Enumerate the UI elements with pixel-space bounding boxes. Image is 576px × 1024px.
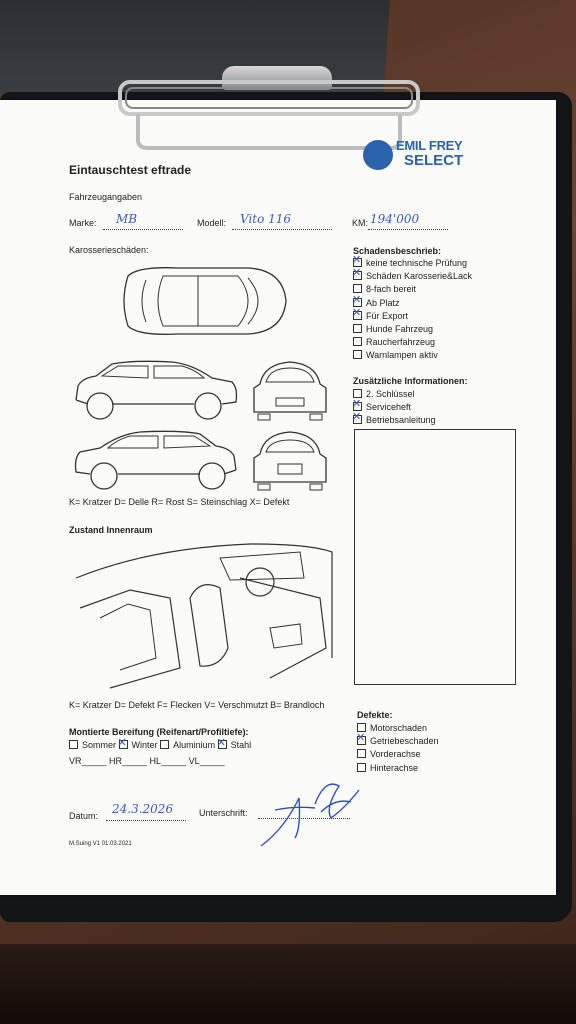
tire-depths[interactable]: VR_____ HR_____ HL_____ VL_____ xyxy=(69,756,225,766)
checkbox-icon[interactable] xyxy=(357,762,366,772)
make-label: Marke: xyxy=(69,218,97,228)
tires-heading: Montierte Bereifung (Reifenart/Profiltie… xyxy=(69,727,249,737)
desk-shadow xyxy=(0,944,576,1024)
emil-frey-logo-icon xyxy=(363,140,393,170)
car-front-view-icon xyxy=(253,361,327,421)
checkbox-icon[interactable] xyxy=(352,294,362,307)
km-line xyxy=(368,229,448,230)
checkbox-item[interactable]: 2. Schlüssel xyxy=(353,388,436,401)
checkbox-item[interactable]: Vorderachse xyxy=(357,748,439,761)
car-rear-view-icon xyxy=(253,431,327,491)
defects-heading: Defekte: xyxy=(357,710,393,720)
body-damage-heading: Karosserieschäden: xyxy=(69,245,149,255)
date-label: Datum: xyxy=(69,811,99,821)
date-value[interactable]: 24.3.2026 xyxy=(112,802,174,816)
clip-rivet xyxy=(222,66,332,90)
model-label: Modell: xyxy=(197,218,227,228)
model-value[interactable]: Vito 116 xyxy=(240,212,292,226)
additional-info-heading: Zusätzliche Informationen: xyxy=(353,376,468,386)
checkbox-icon[interactable] xyxy=(69,740,78,749)
checkbox-item[interactable]: Hunde Fahrzeug xyxy=(353,323,472,336)
additional-info-list: 2. Schlüssel Serviceheft Betriebsanleitu… xyxy=(352,388,436,428)
checkbox-item[interactable]: Ab Platz xyxy=(352,294,472,310)
body-damage-legend: K= Kratzer D= Delle R= Rost S= Steinschl… xyxy=(69,497,290,507)
checkbox-icon[interactable] xyxy=(356,732,366,745)
form-title: Eintauschtest eftrade xyxy=(69,163,192,177)
checkbox-item[interactable]: Betriebsanleitung xyxy=(352,411,436,427)
interior-legend: K= Kratzer D= Defekt F= Flecken V= Versc… xyxy=(69,700,325,710)
checkbox-item[interactable]: Getriebeschaden xyxy=(356,732,439,748)
make-line xyxy=(103,229,183,230)
signature-label: Unterschrift: xyxy=(199,808,248,818)
checkbox-icon[interactable] xyxy=(353,389,362,398)
km-value[interactable]: 194'000 xyxy=(370,212,420,226)
version-note: M.Suing V1 01.03.2021 xyxy=(69,841,132,847)
date-line xyxy=(106,820,186,821)
car-side-view-right-icon xyxy=(74,430,237,490)
checkbox-item[interactable]: Raucherfahrzeug xyxy=(353,336,472,349)
checkbox-icon[interactable] xyxy=(353,337,362,347)
checkbox-item[interactable]: Motorschaden xyxy=(357,722,439,735)
logo-text-line1: EMIL FREY xyxy=(396,138,463,153)
logo-text-line2: SELECT xyxy=(404,152,464,169)
checkbox-icon[interactable] xyxy=(217,736,227,749)
checkbox-icon[interactable] xyxy=(353,350,362,360)
checkbox-icon[interactable] xyxy=(353,324,362,334)
checkbox-icon[interactable] xyxy=(352,411,362,425)
km-label: KM: xyxy=(352,218,369,228)
damage-description-heading: Schadensbeschrieb: xyxy=(353,246,442,256)
make-value[interactable]: MB xyxy=(116,212,138,226)
checkbox-icon[interactable] xyxy=(352,254,362,267)
notes-box[interactable] xyxy=(354,429,516,685)
car-side-view-left-icon xyxy=(75,360,238,420)
checkbox-icon[interactable] xyxy=(352,267,362,280)
checkbox-icon[interactable] xyxy=(160,740,170,749)
interior-heading: Zustand Innenraum xyxy=(69,525,153,535)
checkbox-icon[interactable] xyxy=(352,307,362,320)
defects-list: Motorschaden Getriebeschaden Vorderachse… xyxy=(356,722,439,775)
car-interior-icon xyxy=(75,543,333,689)
car-top-view-icon xyxy=(123,267,287,335)
model-line xyxy=(232,229,332,230)
checkbox-item[interactable]: keine technische Prüfung xyxy=(352,254,472,270)
checkbox-item[interactable]: Hinterachse xyxy=(357,762,439,775)
checkbox-item[interactable]: Serviceheft xyxy=(352,398,436,414)
checkbox-item[interactable]: Warnlampen aktiv xyxy=(353,349,472,362)
form-sheet xyxy=(0,100,556,895)
checkbox-item[interactable]: 8-fach bereit xyxy=(353,283,472,296)
damage-description-list: keine technische Prüfung Schäden Karosse… xyxy=(352,254,472,363)
clip-icon xyxy=(118,80,420,150)
checkbox-icon[interactable] xyxy=(357,749,366,759)
vehicle-section-heading: Fahrzeugangaben xyxy=(69,192,143,202)
checkbox-icon[interactable] xyxy=(353,284,362,294)
tires-options: Sommer Winter Aluminium Stahl xyxy=(69,736,251,750)
checkbox-icon[interactable] xyxy=(352,398,362,411)
signature-icon[interactable] xyxy=(255,768,365,850)
checkbox-item[interactable]: Für Export xyxy=(352,307,472,323)
checkbox-icon[interactable] xyxy=(118,736,128,749)
checkbox-icon[interactable] xyxy=(357,723,366,732)
signature-line xyxy=(258,818,350,819)
checkbox-item[interactable]: Schäden Karosserie&Lack xyxy=(352,267,472,283)
